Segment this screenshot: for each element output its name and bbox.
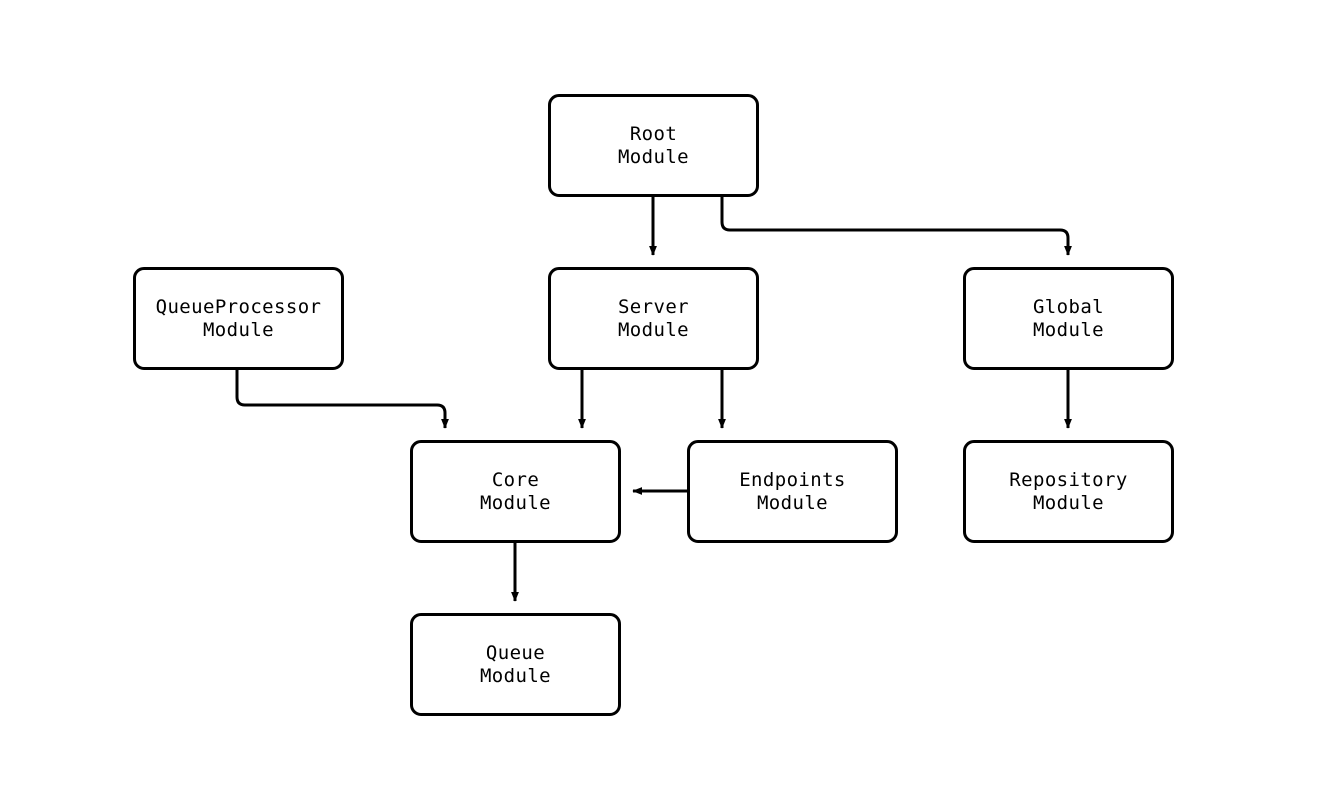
node-endpoints-label: Endpoints Module: [739, 468, 846, 514]
edge-group: [235, 197, 1072, 602]
node-repository-label: Repository Module: [1009, 468, 1128, 514]
node-endpoints[interactable]: Endpoints Module: [687, 440, 898, 543]
node-queue[interactable]: Queue Module: [410, 613, 621, 716]
node-repository[interactable]: Repository Module: [963, 440, 1174, 543]
node-root-label: Root Module: [617, 122, 690, 168]
node-core-label: Core Module: [479, 468, 552, 514]
node-core[interactable]: Core Module: [410, 440, 621, 543]
node-server-label: Server Module: [617, 295, 690, 341]
node-queue-label: Queue Module: [479, 641, 552, 687]
node-root[interactable]: Root Module: [548, 94, 759, 197]
edge-root-to-global: [720, 197, 1072, 256]
node-queueprocessor-label: QueueProcessor Module: [155, 295, 322, 341]
node-global[interactable]: Global Module: [963, 267, 1174, 370]
node-queueprocessor[interactable]: QueueProcessor Module: [133, 267, 344, 370]
node-server[interactable]: Server Module: [548, 267, 759, 370]
node-global-label: Global Module: [1032, 295, 1105, 341]
edge-queueprocessor-to-core: [235, 370, 449, 429]
